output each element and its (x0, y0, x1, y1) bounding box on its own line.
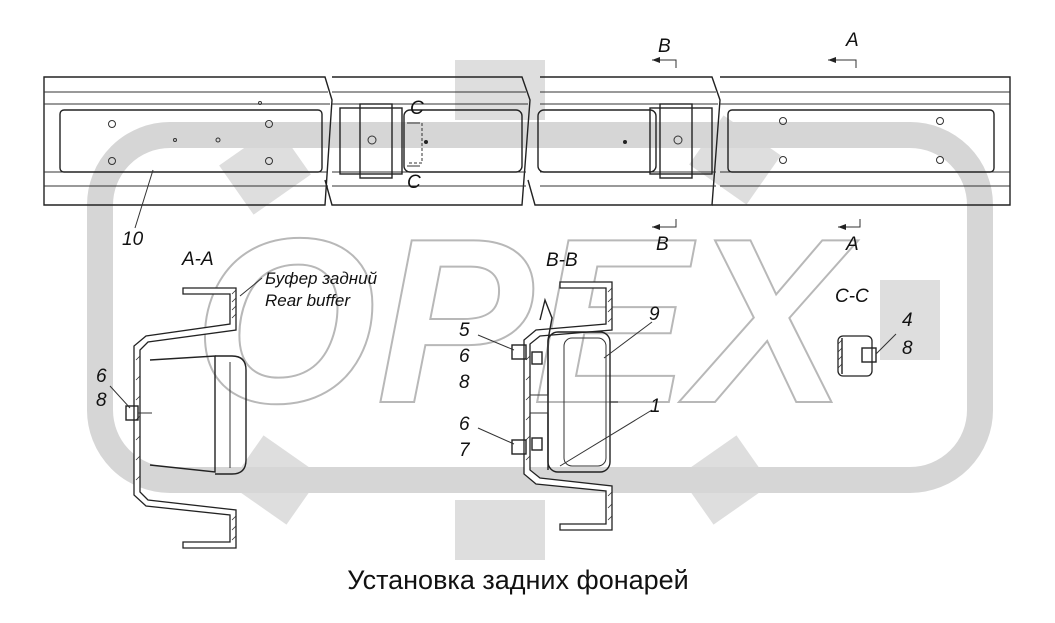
part-label-9: 9 (649, 304, 660, 325)
panel-bolts-left (108, 120, 273, 165)
part-label-4: 4 (902, 310, 913, 331)
section-label-a-top: A (845, 30, 859, 51)
part-label-10: 10 (122, 229, 144, 250)
section-label-bb: B-B (546, 250, 578, 271)
drawing-caption: Установка задних фонарей (347, 565, 689, 595)
section-label-c-top: C (410, 98, 424, 119)
buffer-top-view (43, 57, 1011, 230)
section-label-cc: C-C (835, 286, 869, 307)
annotation-rear-buffer-ru: Буфер задний (265, 269, 378, 288)
section-a-a-view (109, 277, 263, 549)
part-label-6-bb-top: 6 (459, 346, 470, 367)
part-label-1: 1 (650, 396, 661, 417)
section-label-a-mid: A (845, 234, 859, 255)
part-label-8-cc: 8 (902, 338, 913, 359)
part-label-7: 7 (459, 440, 471, 461)
section-c-c-view (837, 333, 897, 377)
part-label-8-bb: 8 (459, 372, 470, 393)
panel-bolts-right (779, 117, 944, 164)
part-label-6-bb-bottom: 6 (459, 414, 470, 435)
section-label-b-mid: B (656, 234, 669, 255)
section-label-c-bottom: C (407, 172, 421, 193)
part-label-8-aa: 8 (96, 390, 107, 411)
section-label-b-top: B (658, 36, 671, 57)
section-label-aa: A-A (181, 249, 214, 270)
annotation-rear-buffer-en: Rear buffer (265, 291, 351, 310)
watermark-logo: OPEX (87, 60, 993, 560)
part-label-5: 5 (459, 320, 470, 341)
section-b-b-view (477, 281, 653, 531)
part-label-6-aa: 6 (96, 366, 107, 387)
